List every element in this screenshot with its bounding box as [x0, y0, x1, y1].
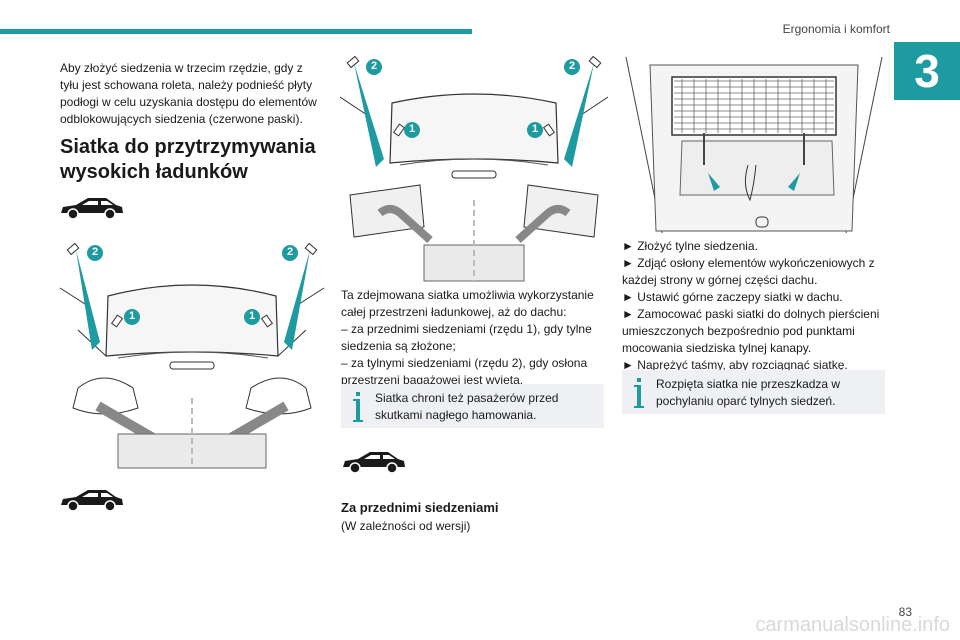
cargo-net-installed-illustration	[625, 56, 883, 234]
info-box-recline: Rozpięta siatka nie przeszkadza w pochyl…	[622, 370, 885, 414]
version-note: (W zależności od wersji)	[341, 519, 471, 533]
marker-1-mid-left-label: 1	[408, 123, 416, 135]
marker-2-left	[87, 245, 103, 261]
info-icon-2	[634, 378, 644, 408]
step-line-6: umieszczonych bezpośrednio pod punktami	[622, 324, 855, 338]
marker-2-right-label: 2	[286, 246, 294, 258]
section-heading-line-1: Siatka do przytrzymywania	[60, 136, 316, 158]
info-box-braking: Siatka chroni też pasażerów przed skutka…	[341, 384, 604, 428]
marker-1-left	[124, 309, 140, 325]
desc-line-6: przestrzeni bagażowej jest wyjęta.	[341, 373, 524, 387]
step-line-4: ► Ustawić górne zaczepy siatki w dachu.	[622, 290, 843, 304]
desc-line-2: całej przestrzeni ładunkowej, aż do dach…	[341, 305, 567, 319]
intro-line-2: tyłu jest schowana roleta, należy podnie…	[60, 78, 313, 92]
marker-2-mid-right-label: 2	[568, 60, 576, 72]
suv-car-icon-3	[343, 452, 405, 474]
suv-car-icon	[61, 198, 123, 220]
intro-line-1: Aby złożyć siedzenia w trzecim rzędzie, …	[60, 61, 303, 75]
chapter-tab: 3	[894, 42, 960, 100]
info2-line-2: pochylaniu oparć tylnych siedzeń.	[656, 394, 836, 408]
intro-line-3: podłogi w celu uzyskania dostępu do elem…	[60, 95, 317, 109]
net-front-seats-illustration	[59, 242, 325, 469]
subheading-front-seats: Za przednimi siedzeniami	[341, 500, 499, 515]
step-line-3: każdej strony w górnej części dachu.	[622, 273, 818, 287]
step-line-5: ► Zamocować paski siatki do dolnych pier…	[622, 307, 880, 321]
section-heading-line-2: wysokich ładunków	[60, 161, 248, 183]
suv-car-icon-2	[61, 490, 123, 512]
step-line-8: ► Naprężyć taśmy, aby rozciągnąć siatkę.	[622, 358, 848, 372]
section-title: Ergonomia i komfort	[782, 22, 890, 36]
desc-line-4: siedzenia są złożone;	[341, 339, 456, 353]
marker-1-left-label: 1	[128, 310, 136, 322]
step-line-1: ► Złożyć tylne siedzenia.	[622, 239, 758, 253]
marker-1-right	[244, 309, 260, 325]
marker-2-left-label: 2	[91, 246, 99, 258]
net-rear-seats-illustration	[340, 55, 608, 282]
marker-1-right-label: 1	[248, 310, 256, 322]
desc-line-5: – za tylnymi siedzeniami (rzędu 2), gdy …	[341, 356, 588, 370]
info2-line-1: Rozpięta siatka nie przeszkadza w	[656, 377, 841, 391]
header-accent-bar	[0, 29, 472, 34]
watermark: carmanualsonline.info	[755, 614, 950, 636]
marker-1-mid-right-label: 1	[531, 123, 539, 135]
chapter-number: 3	[914, 45, 940, 97]
info-line-2: skutkami nagłego hamowania.	[375, 408, 537, 422]
info-line-1: Siatka chroni też pasażerów przed	[375, 391, 559, 405]
page-number: 83	[898, 605, 912, 619]
intro-line-4: odblokowujących siedzenia (czerwone pask…	[60, 112, 303, 126]
step-line-2: ► Zdjąć osłony elementów wykończeniowych…	[622, 256, 875, 270]
marker-2-mid-right	[564, 59, 580, 75]
step-line-7: mocowania siedziska tylnej kanapy.	[622, 341, 812, 355]
desc-line-3: – za przednimi siedzeniami (rzędu 1), gd…	[341, 322, 592, 336]
marker-2-mid-left	[366, 59, 382, 75]
marker-2-mid-left-label: 2	[370, 60, 378, 72]
marker-1-mid-left	[404, 122, 420, 138]
marker-1-mid-right	[527, 122, 543, 138]
desc-line-1: Ta zdejmowana siatka umożliwia wykorzyst…	[341, 288, 594, 302]
info-icon	[353, 392, 363, 422]
marker-2-right	[282, 245, 298, 261]
